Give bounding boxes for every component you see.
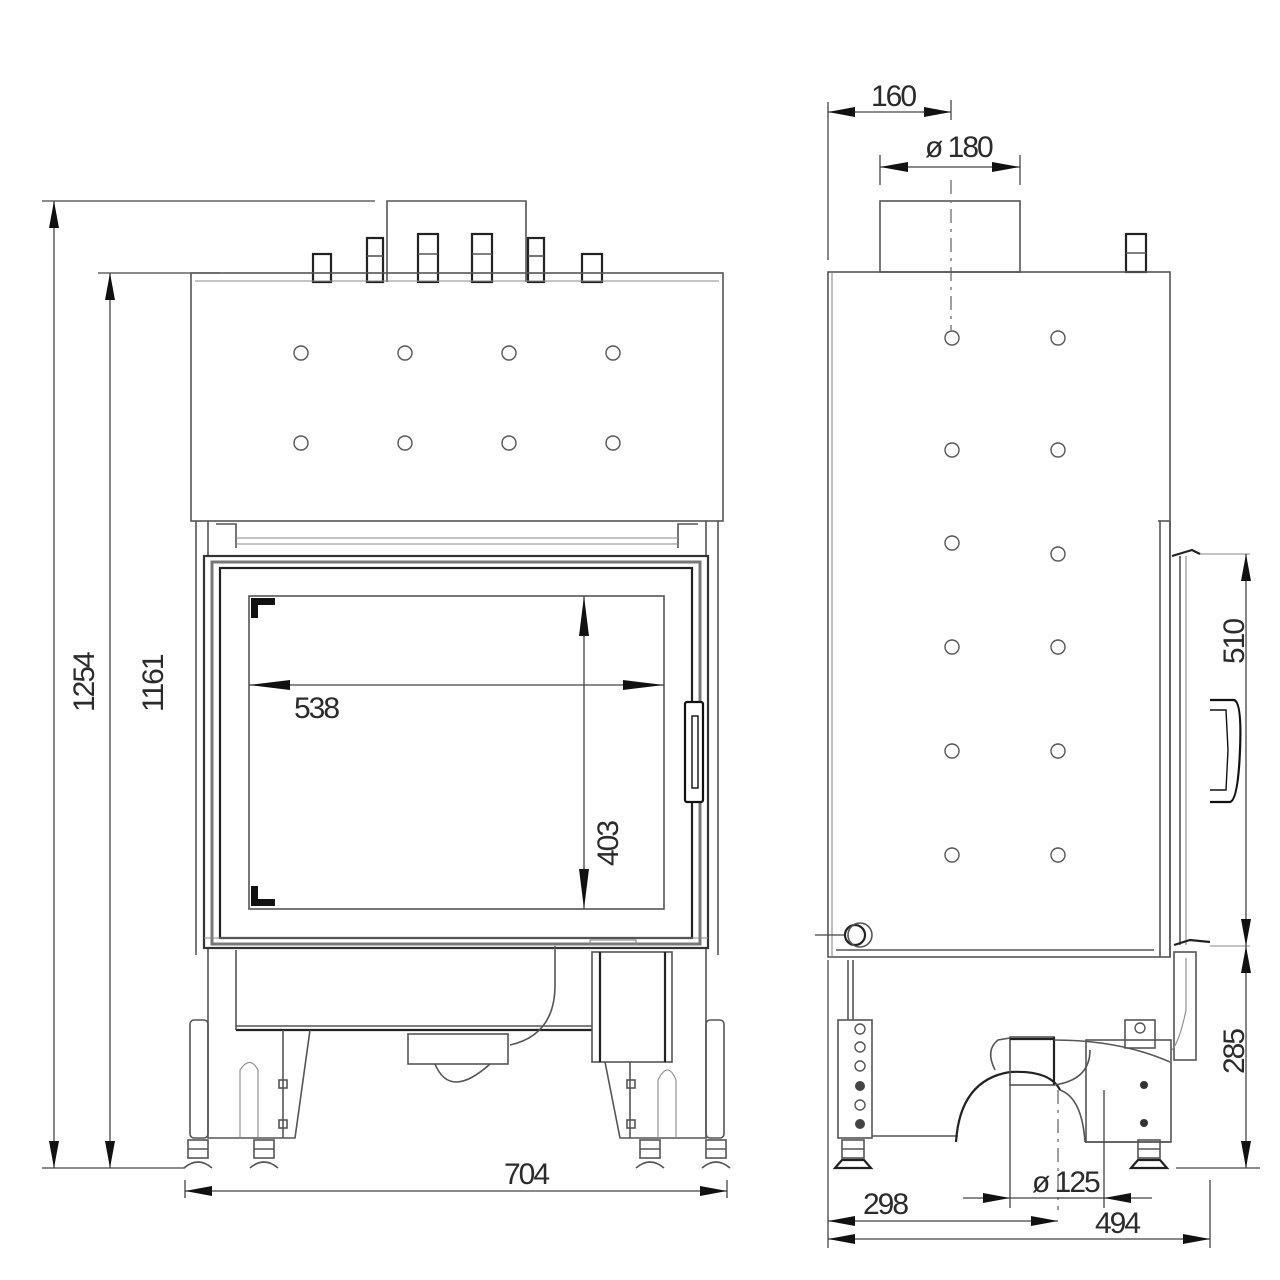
vent-hole (944, 847, 960, 863)
dimension-air-inlet-diameter: ø 125 (963, 1085, 1152, 1208)
front-view: 1254 1161 (42, 200, 731, 1198)
vent-hole (944, 330, 960, 346)
vent-hole (944, 442, 960, 458)
foot (701, 1139, 731, 1169)
label-494: 494 (1095, 1207, 1140, 1240)
dimension-overall-height: 1254 (42, 200, 375, 1169)
dimension-door-height: 510 (1218, 554, 1251, 946)
dimension-body-height: 1161 (98, 272, 220, 1168)
vent-hole (1050, 442, 1066, 458)
side-view: 160 ø 180 (815, 80, 1260, 1248)
label-510: 510 (1218, 619, 1251, 664)
dimension-overall-width: 704 (184, 1158, 728, 1198)
vent-hole (1050, 546, 1066, 562)
label-538: 538 (294, 692, 339, 725)
foot (183, 1139, 213, 1169)
dimension-flue-offset: 160 (827, 80, 952, 260)
side-door-profile (1169, 521, 1250, 1061)
dimension-overall-depth: 494 (828, 1180, 1211, 1248)
pipe-stubs (311, 232, 604, 284)
vent-hole (605, 345, 621, 361)
vent-hole (1050, 639, 1066, 655)
front-vent-holes (293, 345, 621, 451)
dimension-door-bottom-height: 285 (1176, 946, 1260, 1169)
front-lower-base (183, 946, 731, 1169)
vent-hole (1050, 330, 1066, 346)
foot (249, 1139, 279, 1169)
label-o125: ø 125 (1032, 1166, 1100, 1199)
label-285: 285 (1218, 1029, 1251, 1074)
vent-hole (944, 743, 960, 759)
glass-panel (248, 595, 665, 910)
label-160: 160 (871, 80, 916, 113)
vent-hole (293, 345, 309, 361)
vent-hole (605, 435, 621, 451)
vent-hole (944, 535, 960, 551)
label-1161: 1161 (137, 654, 170, 712)
vent-hole (1050, 847, 1066, 863)
door (202, 554, 710, 950)
vent-hole (397, 435, 413, 451)
label-1254: 1254 (68, 652, 101, 712)
dimension-glass-width: 538 (249, 680, 664, 725)
vent-hole (397, 345, 413, 361)
dimension-air-inlet-offset: 298 (827, 960, 1058, 1248)
vent-hole (501, 345, 517, 361)
flue-collar (879, 200, 1021, 273)
door-handle (683, 700, 705, 804)
dimension-glass-height: 403 (579, 596, 625, 909)
vent-hole (293, 435, 309, 451)
dimension-flue-diameter: ø 180 (879, 131, 1021, 185)
foot (635, 1139, 665, 1169)
side-base (832, 960, 1172, 1210)
side-vent-holes (944, 330, 1066, 863)
foot (832, 1139, 874, 1170)
label-403: 403 (592, 821, 625, 866)
vent-hole (501, 435, 517, 451)
label-o180: ø 180 (925, 131, 993, 164)
label-704: 704 (504, 1158, 549, 1191)
side-body (827, 271, 1171, 958)
front-upper-body (190, 272, 724, 522)
vent-hole (1050, 743, 1066, 759)
foot (1128, 1139, 1170, 1170)
vent-hole (944, 639, 960, 655)
label-298: 298 (863, 1188, 908, 1221)
